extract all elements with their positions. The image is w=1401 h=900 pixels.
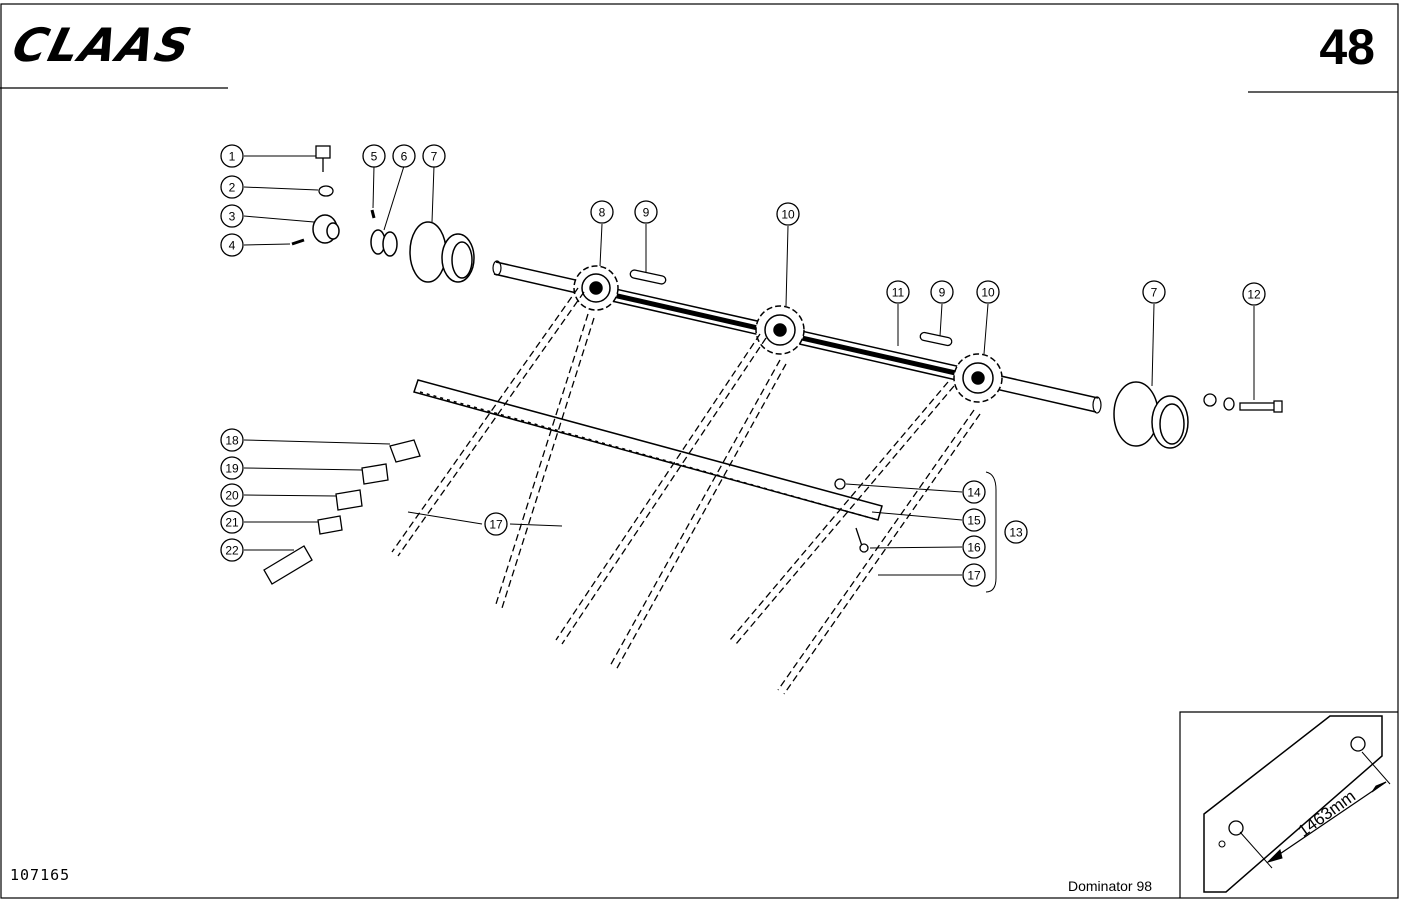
callout-label: 15 bbox=[967, 514, 981, 528]
callout-22: 22 bbox=[220, 538, 244, 562]
page-number: 48 bbox=[1319, 19, 1375, 75]
slat-bar bbox=[413, 379, 883, 521]
callout-9: 9 bbox=[634, 200, 658, 224]
dimension-inset bbox=[1179, 711, 1398, 898]
sprocket-10-right bbox=[953, 353, 1003, 403]
callout-label: 1 bbox=[229, 150, 236, 164]
model-label: Dominator 98 bbox=[1068, 878, 1153, 894]
callout-label: 18 bbox=[225, 434, 239, 448]
bearing-housing-right bbox=[1113, 381, 1189, 449]
callout-label: 14 bbox=[967, 486, 981, 500]
callout-label: 9 bbox=[939, 286, 946, 300]
callout-16: 16 bbox=[962, 535, 986, 559]
callout-11: 11 bbox=[886, 280, 910, 304]
callout-label: 13 bbox=[1009, 526, 1023, 540]
callout-10: 10 bbox=[776, 202, 800, 226]
bolt-1 bbox=[315, 145, 331, 172]
callout-label: 22 bbox=[225, 544, 239, 558]
callout-label: 3 bbox=[229, 210, 236, 224]
leader-lines bbox=[243, 155, 1255, 593]
callout-8: 8 bbox=[590, 200, 614, 224]
callout-17: 17 bbox=[484, 512, 508, 536]
collar-3 bbox=[312, 214, 340, 244]
callout-label: 10 bbox=[981, 286, 995, 300]
document-number: 107165 bbox=[10, 866, 71, 884]
pin-4 bbox=[291, 238, 305, 246]
sprocket-10-center bbox=[755, 305, 805, 355]
callout-17: 17 bbox=[962, 563, 986, 587]
callout-2: 2 bbox=[220, 175, 244, 199]
callout-label: 19 bbox=[225, 462, 239, 476]
callout-label: 21 bbox=[225, 516, 239, 530]
callout-12: 12 bbox=[1242, 282, 1266, 306]
chain-lines bbox=[391, 287, 981, 695]
callout-label: 9 bbox=[643, 206, 650, 220]
callout-3: 3 bbox=[220, 204, 244, 228]
callout-13: 13 bbox=[1004, 520, 1028, 544]
callout-label: 8 bbox=[599, 206, 606, 220]
callout-10: 10 bbox=[976, 280, 1000, 304]
bushing-6 bbox=[370, 229, 398, 257]
bolt-12 bbox=[1203, 393, 1283, 413]
callout-label: 6 bbox=[401, 150, 408, 164]
callout-15: 15 bbox=[962, 508, 986, 532]
callout-label: 2 bbox=[229, 181, 236, 195]
callout-4: 4 bbox=[220, 233, 244, 257]
callout-label: 20 bbox=[225, 489, 239, 503]
callout-7: 7 bbox=[422, 144, 446, 168]
callout-label: 7 bbox=[431, 150, 438, 164]
callout-1: 1 bbox=[220, 144, 244, 168]
key-9-left bbox=[629, 269, 667, 285]
callout-18: 18 bbox=[220, 428, 244, 452]
sprocket-8 bbox=[573, 265, 619, 311]
callout-label: 16 bbox=[967, 541, 981, 555]
callout-label: 10 bbox=[781, 208, 795, 222]
callout-5: 5 bbox=[362, 144, 386, 168]
callout-label: 17 bbox=[967, 569, 981, 583]
callout-label: 17 bbox=[489, 518, 503, 532]
callout-9: 9 bbox=[930, 280, 954, 304]
pin-5 bbox=[370, 209, 376, 219]
bearing-housing-left bbox=[409, 221, 475, 283]
nut-2 bbox=[318, 185, 334, 197]
nut-14 bbox=[834, 478, 846, 490]
callout-label: 11 bbox=[892, 286, 905, 300]
bolt-16 bbox=[855, 527, 869, 553]
connector-parts bbox=[263, 439, 421, 585]
callout-14: 14 bbox=[962, 480, 986, 504]
callout-label: 5 bbox=[371, 150, 378, 164]
callout-7: 7 bbox=[1142, 280, 1166, 304]
callout-6: 6 bbox=[392, 144, 416, 168]
callout-21: 21 bbox=[220, 510, 244, 534]
callout-19: 19 bbox=[220, 456, 244, 480]
key-9-right bbox=[919, 331, 953, 347]
callout-label: 12 bbox=[1247, 288, 1261, 302]
callout-label: 4 bbox=[229, 239, 236, 253]
callout-label: 7 bbox=[1151, 286, 1158, 300]
callout-20: 20 bbox=[220, 483, 244, 507]
